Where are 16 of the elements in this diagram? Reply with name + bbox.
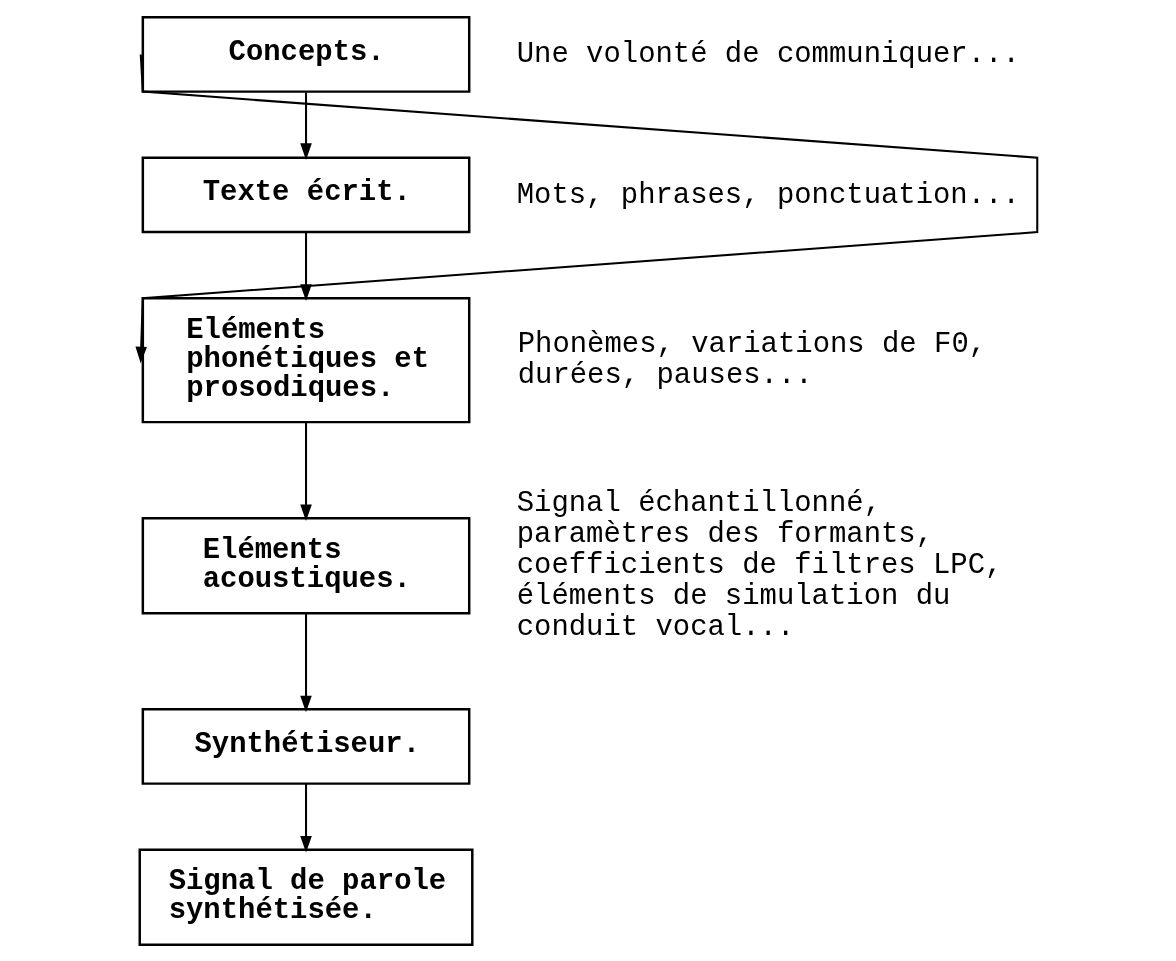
node-box: Eléments phonétiques et prosodiques. xyxy=(141,296,470,423)
node-label: Mots, phrases, ponctuation... xyxy=(516,178,1020,212)
node-box: Eléments acoustiques. xyxy=(141,516,470,614)
node-box: Signal de parole synthétisée. xyxy=(138,848,474,946)
arrow xyxy=(299,612,312,712)
arrow xyxy=(299,232,312,301)
node-box: Concepts. xyxy=(141,15,470,93)
node-box: Texte écrit. xyxy=(141,156,470,233)
node-label: Une volonté de communiquer... xyxy=(516,37,1020,71)
arrow xyxy=(134,53,1038,363)
arrow xyxy=(299,422,312,521)
arrow xyxy=(299,91,312,160)
arrow xyxy=(299,783,312,853)
node-label: Phonèmes, variations de F0, durées, pauses... xyxy=(517,327,986,392)
node-box: Synthétiseur. xyxy=(141,707,470,785)
node-label: Signal échantillonné, paramètres des formants, coefficients de filtres LPC, éléments de simulation du conduit vocal... xyxy=(516,486,1002,644)
